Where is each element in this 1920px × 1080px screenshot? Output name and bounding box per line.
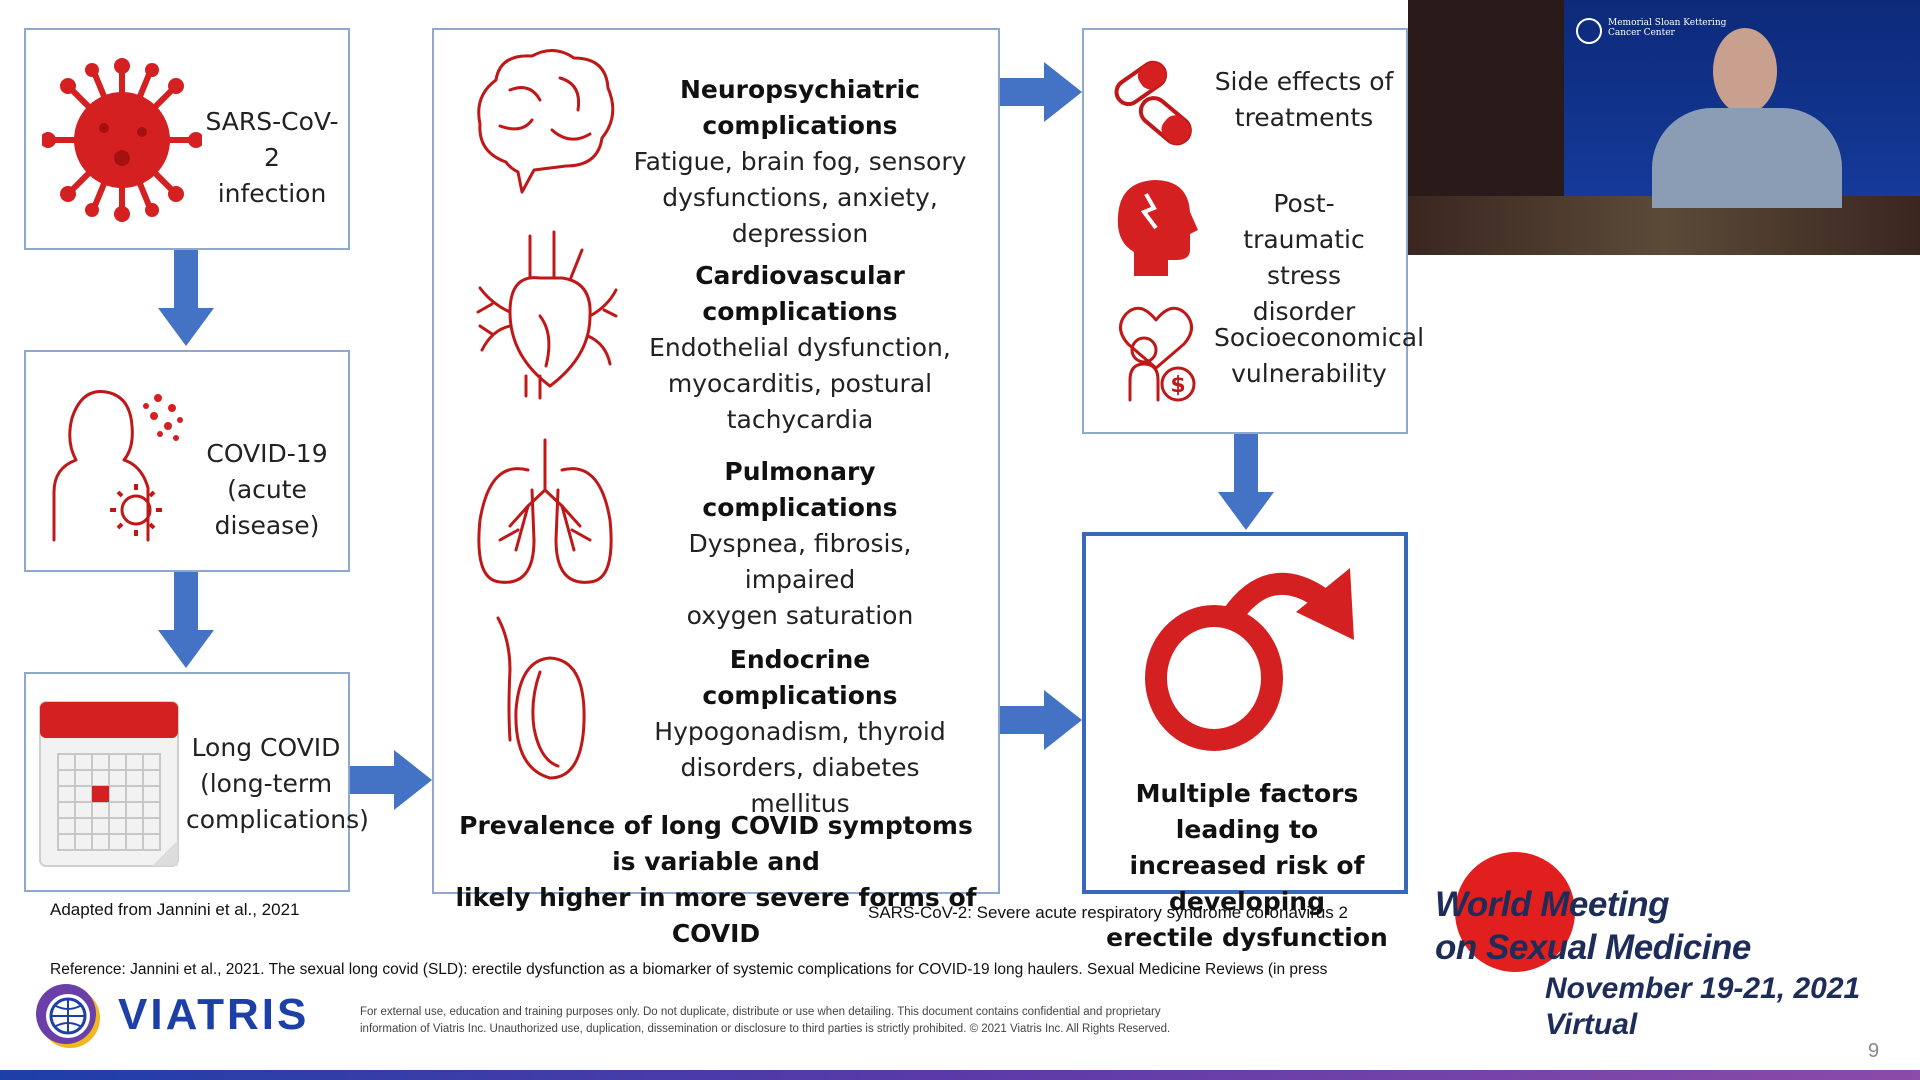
msk-org-name: Memorial Sloan Kettering Cancer Center (1608, 18, 1727, 38)
event-title-line1: World Meeting (1435, 885, 1669, 924)
head-stress-icon (1117, 180, 1198, 276)
sars-cov-2-caption: SARS-CoV-2 infection (205, 107, 339, 208)
down-arrow-icon (1218, 434, 1274, 530)
heart-icon (476, 230, 618, 400)
viatris-brand: VIATRIS (118, 990, 310, 1039)
pills-icon (1114, 60, 1192, 146)
viatris-logo-icon (36, 984, 100, 1048)
speaker-body (1652, 108, 1842, 208)
right-arrow-icon (350, 750, 432, 810)
pulmonary-caption: Pulmonary complications Dyspnea, fibrosi… (686, 457, 914, 630)
speaker-head (1713, 28, 1777, 114)
complications-panel: Neuropsychiatric complications Fatigue, … (432, 28, 1000, 948)
factors-panel: Side effects of treatments Post-traumati… (1082, 28, 1425, 434)
endocrine-caption: Endocrine complications Hypogonadism, th… (654, 645, 946, 818)
virus-icon (42, 58, 202, 222)
page-number: 9 (1868, 1040, 1880, 1062)
event-dates: November 19-21, 2021 (1545, 972, 1861, 1005)
neuro-caption: Neuropsychiatric complications Fatigue, … (633, 75, 967, 248)
down-arrow-icon (158, 250, 214, 346)
msk-logo-icon (1576, 18, 1602, 44)
covid-19-caption: COVID-19 (acute disease) (206, 439, 328, 540)
event-title-line2: on Sexual Medicine (1435, 928, 1751, 967)
ed-caption: Multiple factors leading to increased ri… (1106, 779, 1388, 952)
event-logo-circle (1455, 852, 1575, 972)
male-symbol-icon (1145, 568, 1354, 751)
adapted-from-caption: Adapted from Jannini et al., 2021 (50, 900, 300, 919)
covid-19-box: COVID-19 (acute disease) (24, 350, 350, 572)
long-covid-box: Long COVID (long-term complications) (24, 672, 369, 892)
speaker-video[interactable]: Memorial Sloan Kettering Cancer Center (1408, 0, 1920, 255)
ptsd-caption: Post-traumatic stress disorder (1243, 189, 1365, 326)
cardio-caption: Cardiovascular complications Endothelial… (649, 261, 951, 434)
prevalence-statement: Prevalence of long COVID symptoms is var… (455, 811, 977, 948)
abbreviation-note: SARS-CoV-2: Severe acute respiratory syn… (868, 903, 1348, 922)
socioeconomic-caption: Socioeconomical vulnerability (1214, 323, 1425, 388)
money-stress-icon: $ (1119, 306, 1196, 402)
long-covid-caption: Long COVID (long-term complications) (186, 733, 369, 834)
reference-text: Reference: Jannini et al., 2021. The sex… (50, 961, 1328, 978)
event-mode: Virtual (1545, 1008, 1638, 1041)
testis-icon (496, 616, 586, 780)
sars-cov-2-box: SARS-CoV-2 infection (24, 28, 350, 250)
right-arrow-icon (1000, 690, 1082, 750)
svg-text:$: $ (1170, 373, 1185, 398)
erectile-dysfunction-box: Multiple factors leading to increased ri… (1082, 532, 1408, 952)
lungs-icon (477, 438, 613, 584)
footer-gradient-bar (0, 1070, 1920, 1080)
down-arrow-icon (158, 572, 214, 668)
brain-icon (477, 49, 615, 194)
disclaimer-text: For external use, education and training… (360, 1006, 1171, 1035)
side-effects-caption: Side effects of treatments (1214, 67, 1394, 132)
calendar-icon (39, 701, 179, 867)
person-infection-icon (52, 390, 183, 542)
right-arrow-icon (1000, 62, 1082, 122)
